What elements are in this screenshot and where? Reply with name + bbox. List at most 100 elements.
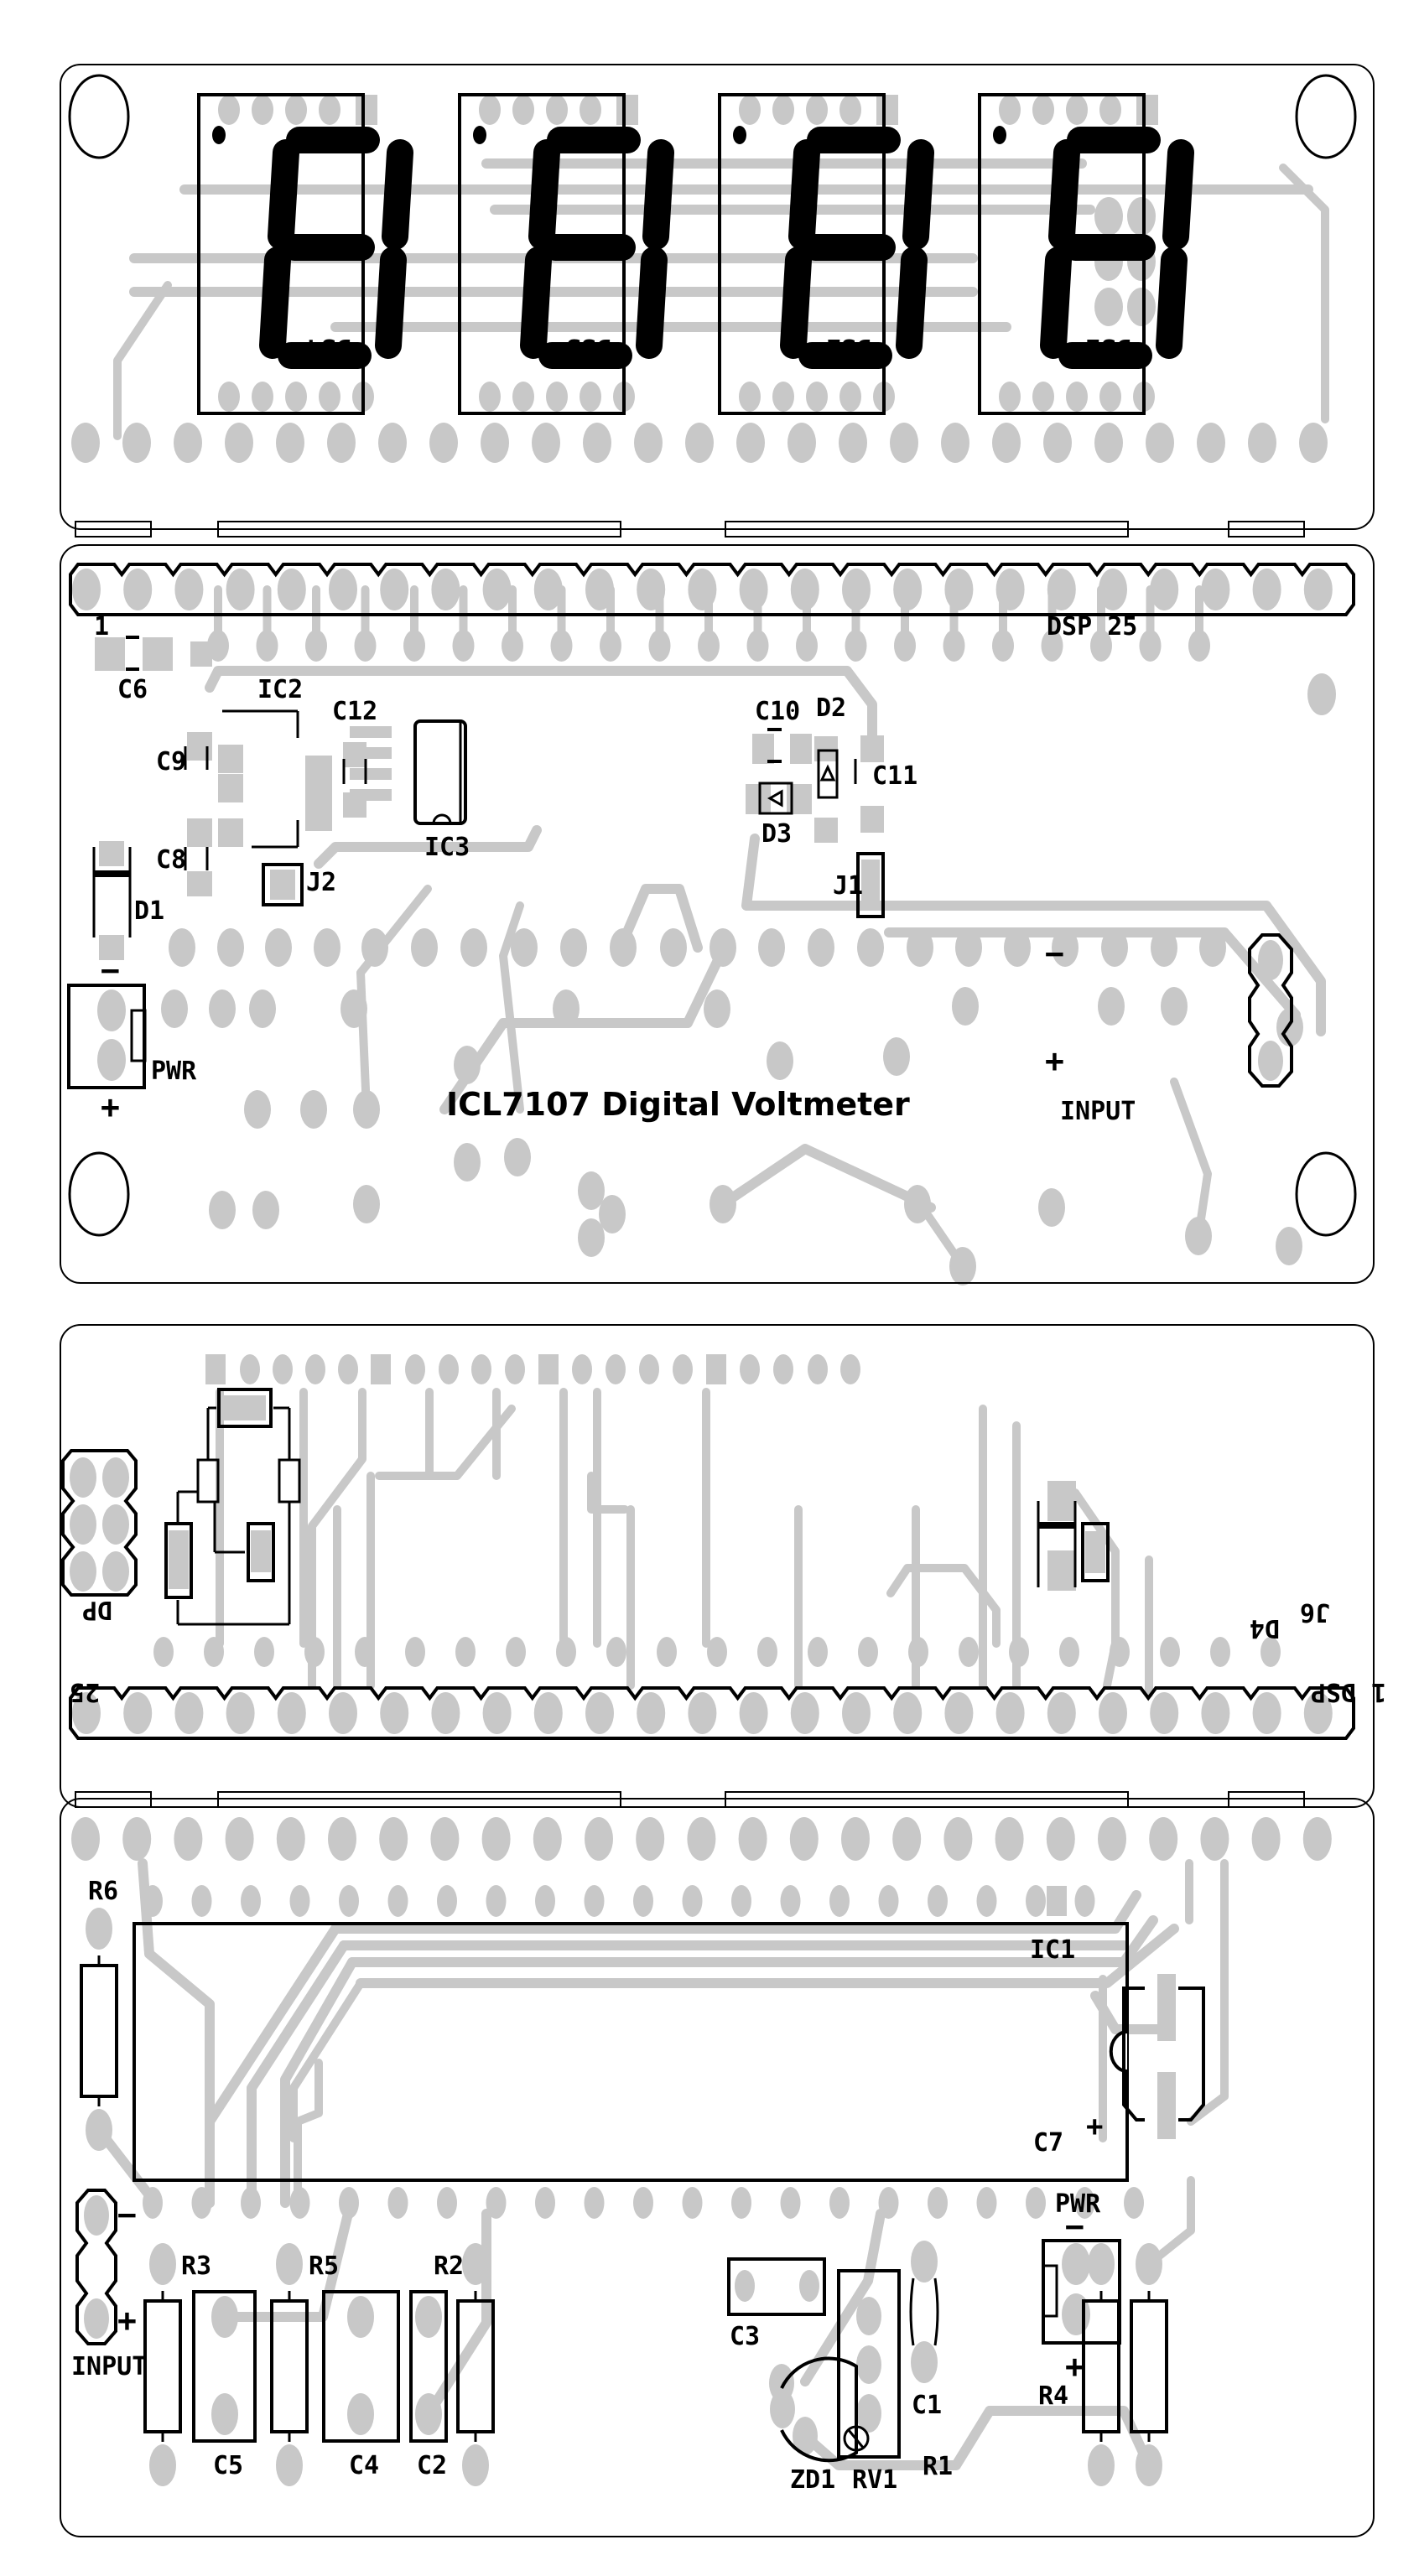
header-pad-bottom — [174, 1817, 203, 1861]
segment-e — [259, 247, 291, 359]
display-pin-pad — [707, 1637, 727, 1667]
connector-pad — [1127, 288, 1156, 326]
header-pin-pad — [72, 1692, 101, 1734]
header-pin-pad — [123, 1692, 153, 1734]
c7-outline — [1178, 1987, 1205, 2122]
c12-label: C12 — [332, 697, 377, 726]
copper-trace — [741, 834, 1326, 1036]
pwr-pad — [97, 1039, 126, 1081]
ic1-pin-pad — [976, 1885, 997, 1917]
header-pad-bottom — [1251, 1817, 1281, 1861]
display-pin-pad — [218, 95, 240, 125]
display-pin-pad — [959, 1637, 979, 1667]
copper-trace — [718, 1144, 936, 1213]
component-pad — [454, 1143, 481, 1182]
input-pad — [1258, 940, 1283, 980]
pwr-label-bottom: PWR — [1055, 2189, 1101, 2219]
board-outline-display-bottom — [60, 1324, 1375, 1808]
component-pad — [411, 928, 438, 967]
c9-label: C9 — [156, 747, 186, 776]
c5-label: C5 — [213, 2451, 243, 2480]
j2-outline — [262, 863, 304, 906]
jumper-left — [164, 1522, 193, 1599]
pwr-label-top: PWR — [151, 1057, 197, 1086]
component-pad — [460, 928, 487, 967]
c7-outline — [1122, 1987, 1145, 2122]
display-pin-pad — [1099, 382, 1121, 412]
display-pin-pad — [1066, 382, 1088, 412]
ic1-pin-pad — [1026, 2187, 1046, 2219]
display-pin-pad — [772, 95, 794, 125]
dp-pad — [102, 1504, 129, 1545]
copper-trace — [347, 1915, 1158, 1967]
header-pad — [225, 423, 253, 463]
display-pin-pad — [319, 95, 340, 125]
copper-trace — [375, 1405, 516, 1480]
component-pad — [265, 928, 292, 967]
c11-label: C11 — [872, 761, 917, 791]
header-1dsp-label: 1 DSP — [1311, 1677, 1386, 1706]
c1-pad — [911, 2341, 938, 2383]
header-pad — [634, 423, 663, 463]
ic1-pin-pad — [780, 2187, 801, 2219]
c5-outline — [192, 2290, 257, 2443]
ic1-pin-pad — [1074, 2187, 1095, 2219]
mounting-hole-bl — [68, 1151, 130, 1237]
c11-pad — [860, 806, 884, 833]
c6-label: C6 — [117, 675, 148, 704]
component-pad — [578, 1171, 605, 1210]
header-pin-1-label: 1 — [94, 612, 109, 641]
display-pin-pad — [455, 1637, 476, 1667]
component-pad — [857, 928, 884, 967]
header-connector-bottom — [69, 1686, 1355, 1740]
display-pin-pad — [999, 95, 1021, 125]
c1-label: C1 — [912, 2391, 942, 2420]
header-pad — [378, 423, 407, 463]
decimal-point — [993, 126, 1006, 144]
segment-c — [636, 247, 668, 359]
jumper-left-pad — [169, 1530, 189, 1589]
r5-pad — [276, 2243, 303, 2285]
header-pad-bottom — [841, 1817, 870, 1861]
copper-trace — [884, 927, 1301, 1020]
display-pin-pad — [606, 1637, 626, 1667]
display-pin-square-pad — [1136, 95, 1158, 125]
ic1-pin-pad — [241, 1885, 261, 1917]
c4-pad — [347, 2393, 374, 2435]
component-pad — [1161, 987, 1188, 1026]
dp-pad — [102, 1551, 129, 1592]
dp-pad — [70, 1504, 96, 1545]
copper-trace — [1090, 1991, 1175, 2034]
segment-e — [520, 247, 552, 359]
connector-pad — [1127, 197, 1156, 236]
c3-pad — [735, 2270, 755, 2302]
segment-f — [1048, 139, 1080, 250]
display-pin-pad — [305, 1354, 325, 1384]
display-pin-pad — [471, 1354, 491, 1384]
display-pin-pad — [858, 1637, 878, 1667]
c10-pad — [752, 734, 774, 764]
c7-pad — [1157, 1974, 1176, 2041]
header-pin-pad — [431, 1692, 460, 1734]
copper-trace — [1170, 1078, 1212, 1240]
rv1-pad — [856, 2297, 881, 2335]
pwr-minus-label-bottom: − — [1065, 2208, 1084, 2245]
header-pin-pad — [123, 569, 153, 610]
input-plus-label-bottom: + — [117, 2302, 137, 2339]
ic2-pad — [218, 745, 243, 773]
header-pin-pad — [277, 569, 306, 610]
component-pad — [1038, 1188, 1065, 1227]
j2-pad — [270, 870, 295, 900]
display-pin-pad — [772, 382, 794, 412]
r3-pad — [149, 2243, 176, 2285]
display-pin-pad — [839, 382, 861, 412]
ic1-pin-pad — [191, 1885, 212, 1917]
ic3-pin-pad — [350, 747, 392, 759]
header-pin-pad — [226, 1692, 255, 1734]
display-pin-pad — [1032, 95, 1054, 125]
header-pin-pad — [174, 569, 204, 610]
pwr-plus-label: + — [101, 1088, 120, 1125]
c7-pad — [1157, 2072, 1176, 2139]
header-pin-pad — [533, 1692, 563, 1734]
display-pin-pad — [439, 1354, 459, 1384]
